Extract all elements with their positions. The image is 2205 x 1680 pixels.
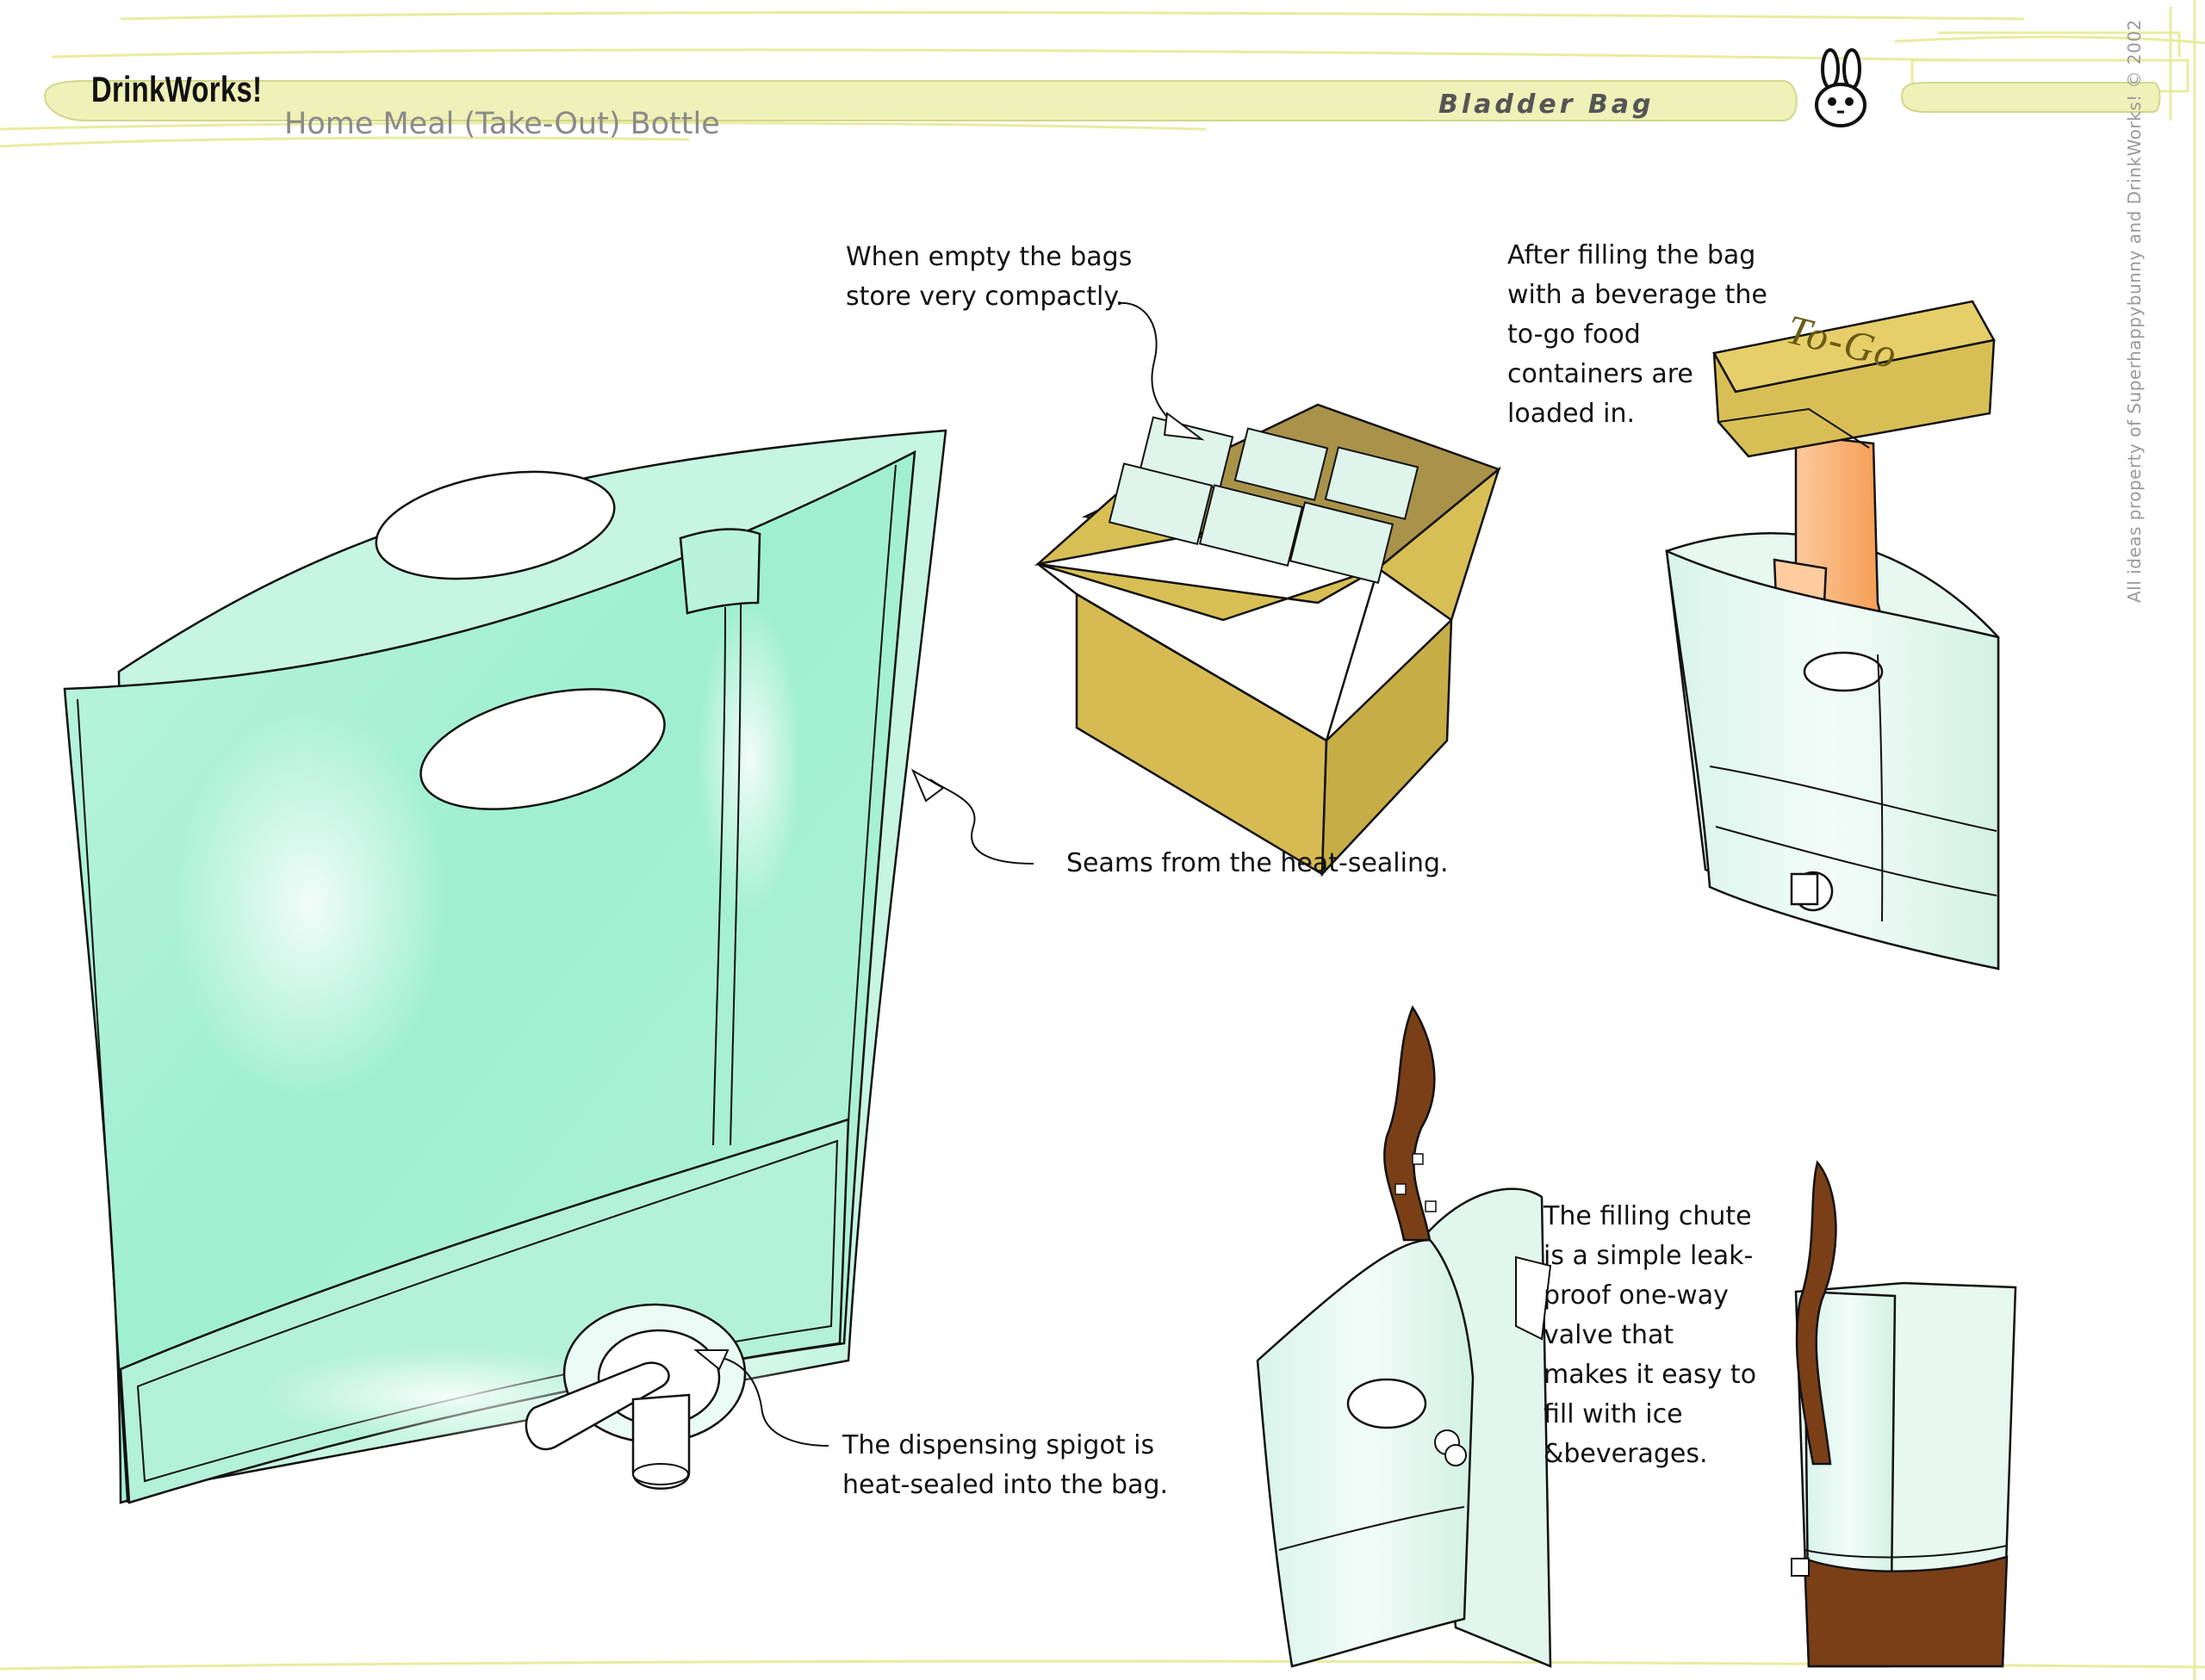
liquid-fill-illustration — [1791, 1160, 2017, 1668]
dispensing-spigot — [525, 1303, 747, 1490]
storage-leader — [1119, 301, 1181, 431]
cardboard-box-storage — [1034, 403, 1501, 877]
bag-handle-front — [419, 688, 666, 810]
sheet-title: Bladder Bag — [1438, 90, 1655, 120]
callout-leaders — [693, 301, 1205, 1447]
togo-fill-illustration — [1665, 300, 2000, 970]
spigot-leader — [714, 1355, 829, 1447]
annotation-line: to-go food — [1507, 319, 1641, 350]
annotation-line: containers are — [1507, 359, 1693, 389]
stacked-bags — [1108, 416, 1419, 584]
annotation-line: After filling the bag — [1507, 240, 1756, 270]
annotation-line: makes it easy to — [1544, 1360, 1757, 1390]
page-subtitle: Home Meal (Take-Out) Bottle — [284, 107, 720, 141]
annotation-line: &beverages. — [1544, 1439, 1708, 1469]
main-bladder-bag — [63, 429, 947, 1504]
filling-bag-illustration — [1256, 1005, 1552, 1668]
annotation-line: When empty the bags — [846, 242, 1133, 272]
seam-line-chute — [712, 606, 726, 1146]
copyright-notice: All ideas property of Superhappybunny an… — [2124, 19, 2145, 603]
annotation-line: valve that — [1544, 1320, 1674, 1350]
annotation-line: The dispensing spigot is — [842, 1430, 1155, 1460]
annotation-line: proof one-way — [1544, 1280, 1729, 1311]
annotation-line: is a simple leak- — [1544, 1241, 1754, 1271]
annotation-seams: Seams from the heat-sealing. — [1066, 844, 1449, 883]
filling-chute — [679, 528, 761, 615]
annotation-line: with a beverage the — [1507, 280, 1767, 310]
bag-handle-back — [375, 470, 616, 580]
liquid-level — [1803, 1555, 2009, 1668]
annotation-line: loaded in. — [1507, 399, 1636, 429]
togo-bag-front — [1665, 549, 2000, 970]
annotation-storage: When empty the bags store very compactly… — [846, 238, 1132, 317]
annotation-line: heat-sealed into the bag. — [842, 1470, 1169, 1500]
seams-leader — [929, 778, 1034, 865]
header-bar — [43, 80, 1798, 121]
annotation-line: store very compactly. — [846, 282, 1124, 312]
annotation-line: fill with ice — [1544, 1399, 1683, 1429]
annotation-spigot: The dispensing spigot is heat-sealed int… — [842, 1426, 1168, 1505]
bunny-icon — [1815, 48, 1866, 127]
annotation-line: Seams from the heat-sealing. — [1066, 848, 1449, 878]
box-flap-right — [1376, 466, 1501, 623]
annotation-chute: The filling chute is a simple leak- proo… — [1544, 1197, 1756, 1474]
box-front-face — [1075, 592, 1328, 877]
annotation-filling: After filling the bag with a beverage th… — [1507, 236, 1767, 434]
box-side-face — [1320, 617, 1453, 877]
header-bar-right — [1900, 82, 2161, 113]
annotation-line: The filling chute — [1544, 1201, 1752, 1231]
ice-chute-stream — [1383, 1005, 1436, 1242]
liquid-stream — [1795, 1160, 1837, 1466]
brand-logo-text: DrinkWorks! — [91, 69, 263, 109]
